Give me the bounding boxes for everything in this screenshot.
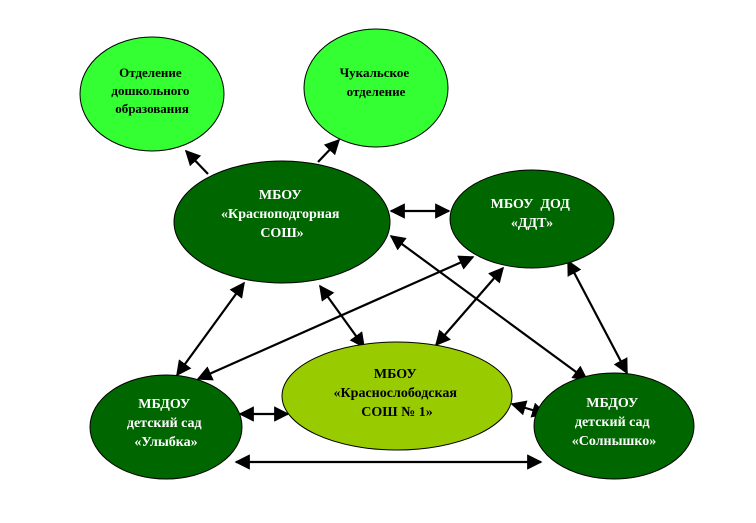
nodes-layer: Отделение дошкольного образования Чукаль…	[79, 28, 695, 480]
node-chukal-department-line-1: Чукальское	[340, 65, 410, 80]
node-solnyshko-line-3: «Солнышко»	[572, 434, 656, 449]
node-solnyshko-line-1: МБДОУ	[586, 396, 638, 411]
edge-krasnopodgornaya-to-preschool	[184, 149, 209, 175]
edge-krasnopodgornaya-to-chukal	[317, 138, 341, 163]
node-krasnopodgornaya-school: МБОУ «Красноподгорная СОШ»	[173, 160, 391, 284]
node-chukal-department-shape	[303, 28, 449, 148]
node-ulybka-shape	[89, 374, 243, 480]
svg-text:Чукальское отделение: Чукальское отделение	[340, 65, 413, 99]
node-preschool-department-shape	[79, 36, 225, 152]
svg-text:МБОУ ДОД «ДДТ»: МБОУ ДОД «ДДТ»	[491, 197, 574, 231]
node-krasnopodgornaya-school-line-1: МБОУ	[259, 188, 302, 203]
svg-text:МБДОУ детский сад: МБДОУ детский сад «Солнышко»	[572, 396, 656, 449]
edge-krasnopodgornaya-krasnoslobodskaya	[319, 284, 365, 349]
node-ddt-line-1: МБОУ ДОД	[491, 197, 571, 212]
svg-text:Отделение дошкольного: Отделение дошкольного образования	[111, 65, 192, 116]
node-krasnopodgornaya-school-shape	[173, 160, 391, 284]
svg-text:МБОУ «Краснослободская: МБОУ «Краснослободская СОШ № 1»	[334, 367, 461, 420]
node-krasnoslobodskaya-school-shape	[281, 341, 513, 451]
node-ulybka-line-2: детский сад	[127, 416, 202, 431]
node-preschool-department-line-2: дошкольного	[111, 83, 189, 98]
edge-ddt-solnyshko	[567, 259, 628, 375]
node-ddt-shape	[449, 169, 615, 269]
node-chukal-department-line-2: отделение	[347, 84, 406, 99]
node-krasnoslobodskaya-school-line-1: МБОУ	[374, 367, 417, 382]
node-krasnoslobodskaya-school: МБОУ «Краснослободская СОШ № 1»	[281, 341, 513, 451]
node-ddt: МБОУ ДОД «ДДТ»	[449, 169, 615, 269]
node-krasnoslobodskaya-school-line-3: СОШ № 1»	[361, 405, 432, 420]
node-ulybka-line-3: «Улыбка»	[134, 435, 197, 450]
edge-ddt-krasnoslobodskaya	[434, 266, 505, 347]
node-ulybka-line-1: МБДОУ	[138, 397, 190, 412]
node-preschool-department-line-3: образования	[115, 101, 189, 116]
edge-krasnopodgornaya-ulybka	[176, 281, 245, 377]
svg-text:МБОУ «Красноподгорная: МБОУ «Красноподгорная СОШ»	[221, 188, 343, 241]
edge-ddt-ulybka	[196, 255, 475, 381]
node-ddt-line-2: «ДДТ»	[511, 216, 553, 231]
node-preschool-department-line-1: Отделение	[119, 65, 182, 80]
node-solnyshko-line-2: детский сад	[575, 415, 650, 430]
node-krasnopodgornaya-school-line-3: СОШ»	[260, 226, 303, 241]
node-solnyshko: МБДОУ детский сад «Солнышко»	[533, 372, 695, 480]
edges-layer	[176, 138, 628, 470]
node-chukal-department: Чукальское отделение	[303, 28, 449, 148]
node-ulybka: МБДОУ детский сад «Улыбка»	[89, 374, 243, 480]
node-krasnoslobodskaya-school-line-2: «Краснослободская	[334, 386, 458, 401]
node-solnyshko-shape	[533, 372, 695, 480]
svg-text:МБДОУ детский сад: МБДОУ детский сад «Улыбка»	[127, 397, 205, 450]
node-preschool-department: Отделение дошкольного образования	[79, 36, 225, 152]
node-krasnopodgornaya-school-line-2: «Красноподгорная	[221, 207, 340, 222]
